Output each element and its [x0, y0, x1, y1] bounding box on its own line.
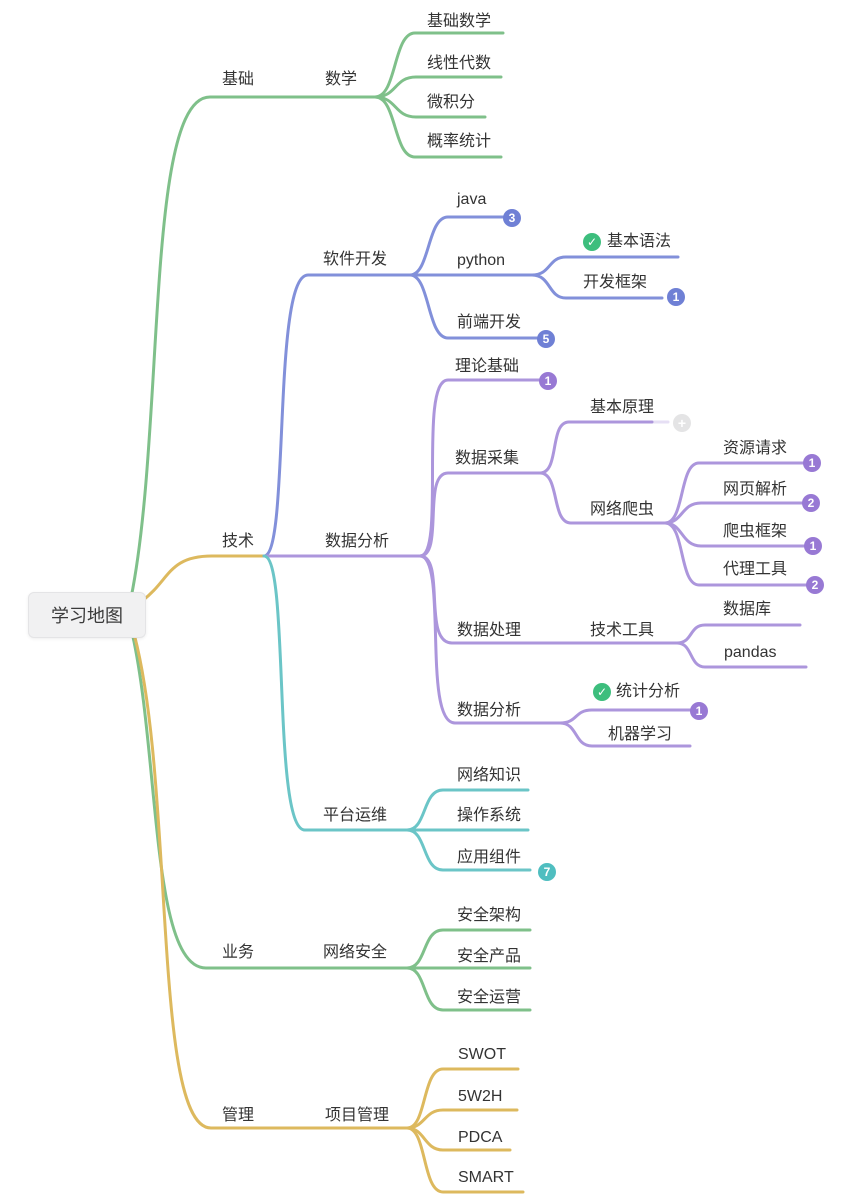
node-swot[interactable]: SWOT [458, 1046, 506, 1063]
badge-proxy-tools-count[interactable]: 2 [806, 576, 824, 594]
node-theory-basis[interactable]: 理论基础 [455, 358, 520, 375]
node-network-security[interactable]: 网络安全 [323, 944, 388, 961]
node-business[interactable]: 业务 [222, 944, 255, 961]
edge-project-smart [405, 1126, 525, 1194]
expand-plus-icon[interactable]: + [673, 414, 691, 432]
edge-subanalysis-ml [558, 721, 692, 748]
node-data-analysis-sub[interactable]: 数据分析 [457, 702, 522, 719]
badge-java-count[interactable]: 3 [503, 209, 521, 227]
badge-resource-request-count[interactable]: 1 [803, 454, 821, 472]
edge-softwaredev-java [408, 215, 506, 277]
node-python[interactable]: python [457, 252, 506, 269]
check-done-icon: ✓ [583, 233, 601, 251]
node-calculus[interactable]: 微积分 [427, 94, 476, 111]
node-web-crawler[interactable]: 网络爬虫 [590, 501, 655, 518]
node-probability[interactable]: 概率统计 [427, 133, 492, 150]
edge-python-framework [530, 273, 664, 300]
node-pdca[interactable]: PDCA [458, 1129, 503, 1146]
node-software-dev[interactable]: 软件开发 [323, 251, 388, 268]
root-label: 学习地图 [51, 606, 123, 626]
edge-subanalysis-statistics [558, 708, 692, 725]
node-technology[interactable]: 技术 [222, 533, 255, 550]
node-basic-syntax[interactable]: 基本语法 [607, 233, 672, 250]
edge-collection-crawler [538, 471, 667, 525]
node-machine-learning[interactable]: 机器学习 [608, 726, 673, 743]
edge-security-operation [405, 966, 532, 1012]
edge-platform-components [405, 828, 532, 872]
node-security-architecture[interactable]: 安全架构 [457, 907, 522, 924]
edge-crawler-parse [663, 501, 804, 525]
badge-crawler-framework-count[interactable]: 1 [804, 537, 822, 555]
check-done-icon: ✓ [593, 683, 611, 701]
node-resource-request[interactable]: 资源请求 [723, 440, 788, 457]
edge-crawler-proxy [663, 521, 808, 587]
node-smart[interactable]: SMART [458, 1169, 514, 1186]
edge-da-theory [418, 378, 541, 558]
edge-da-subanalysis [418, 554, 562, 725]
node-data-collection[interactable]: 数据采集 [455, 450, 520, 467]
node-network-knowledge[interactable]: 网络知识 [457, 767, 522, 784]
edge-project-5w2h [405, 1108, 519, 1130]
edge-tools-database [675, 623, 802, 645]
node-management[interactable]: 管理 [222, 1107, 255, 1124]
badge-dev-framework-count[interactable]: 1 [667, 288, 685, 306]
node-data-analysis[interactable]: 数据分析 [325, 533, 390, 550]
badge-statistics-count[interactable]: 1 [690, 702, 708, 720]
edge-root-foundation [129, 95, 377, 600]
edge-tech-softwaredev-python [262, 273, 534, 558]
node-tech-tools[interactable]: 技术工具 [590, 622, 655, 639]
edge-collection-principle [538, 420, 654, 475]
node-math[interactable]: 数学 [325, 71, 358, 88]
node-frontend-dev[interactable]: 前端开发 [457, 314, 522, 331]
root-node[interactable]: 学习地图 [28, 592, 146, 638]
node-dev-framework[interactable]: 开发框架 [583, 274, 648, 291]
edge-crawler-request [663, 461, 805, 525]
badge-app-components-count[interactable]: 7 [538, 863, 556, 881]
node-security-product[interactable]: 安全产品 [457, 948, 522, 965]
node-security-operation[interactable]: 安全运营 [457, 989, 522, 1006]
node-proxy-tools[interactable]: 代理工具 [723, 561, 788, 578]
edge-math-probability [373, 95, 503, 159]
node-operating-system[interactable]: 操作系统 [457, 807, 522, 824]
node-linear-algebra[interactable]: 线性代数 [427, 55, 492, 72]
edge-da-collection [418, 471, 542, 558]
badge-page-parsing-count[interactable]: 2 [802, 494, 820, 512]
edge-root-technology [140, 554, 266, 603]
node-database[interactable]: 数据库 [723, 601, 772, 618]
edge-softwaredev-frontend [408, 273, 539, 340]
node-page-parsing[interactable]: 网页解析 [723, 481, 788, 498]
edge-platform-network [405, 788, 530, 832]
edge-math-basicmath [373, 31, 505, 99]
badge-theory-count[interactable]: 1 [539, 372, 557, 390]
edge-tools-pandas [675, 641, 808, 669]
node-basic-math[interactable]: 基础数学 [427, 13, 492, 30]
node-app-components[interactable]: 应用组件 [457, 849, 522, 866]
node-5w2h[interactable]: 5W2H [458, 1088, 503, 1105]
edge-project-swot [405, 1067, 520, 1130]
node-basic-principle[interactable]: 基本原理 [590, 399, 655, 416]
node-data-processing[interactable]: 数据处理 [457, 622, 522, 639]
node-pandas[interactable]: pandas [724, 644, 777, 661]
node-project-management[interactable]: 项目管理 [325, 1107, 390, 1124]
node-java[interactable]: java [457, 191, 487, 208]
edge-root-business [129, 626, 409, 970]
badge-frontend-count[interactable]: 5 [537, 330, 555, 348]
node-statistical-analysis[interactable]: 统计分析 [616, 683, 681, 700]
edge-root-management [131, 628, 409, 1130]
node-foundation[interactable]: 基础 [222, 71, 255, 88]
edge-tech-platform-os [262, 554, 530, 832]
node-crawler-framework[interactable]: 爬虫框架 [723, 523, 788, 540]
node-platform-ops[interactable]: 平台运维 [323, 807, 388, 824]
